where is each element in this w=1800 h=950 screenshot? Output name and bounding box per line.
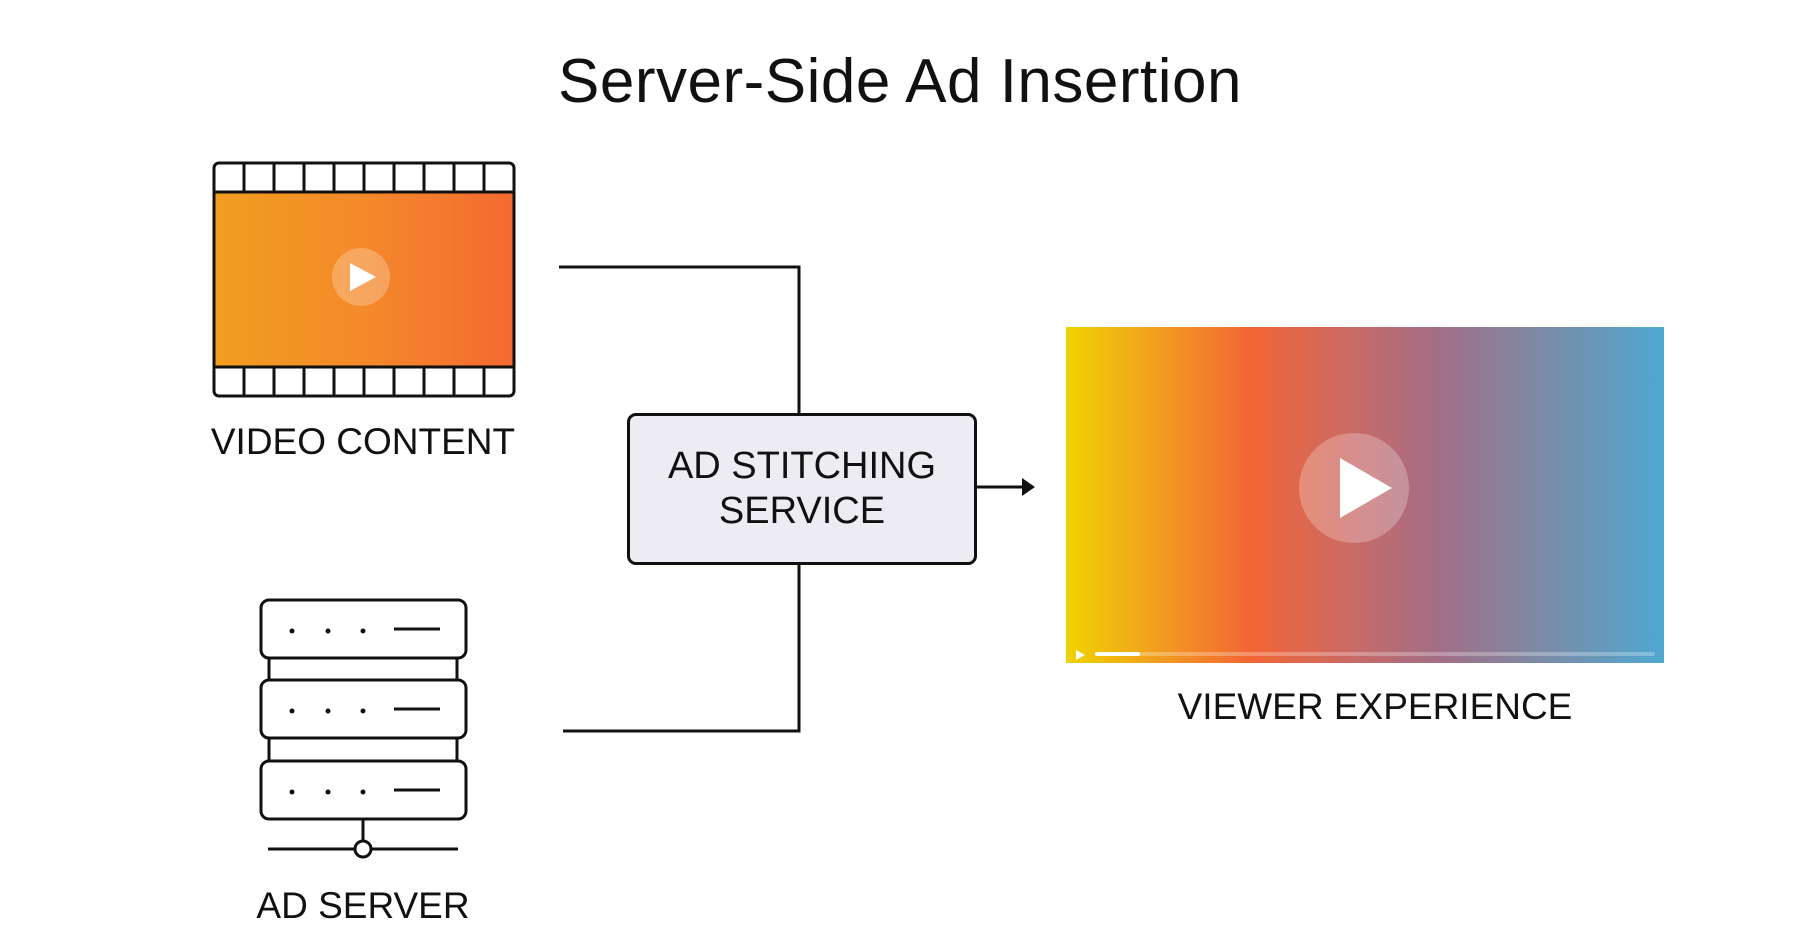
connector-adserver-to-stitching xyxy=(563,565,801,733)
viewer-experience-label: VIEWER EXPERIENCE xyxy=(1177,686,1573,727)
ad-stitching-service-box: AD STITCHING SERVICE xyxy=(627,413,977,565)
video-player-icon xyxy=(1066,327,1664,663)
network-node-icon xyxy=(353,839,373,859)
mini-play-icon xyxy=(1076,650,1085,660)
server-unit xyxy=(259,598,468,660)
server-unit xyxy=(259,759,468,821)
stitching-label-line2: SERVICE xyxy=(718,490,886,532)
progress-fill xyxy=(1095,652,1140,656)
status-led-icon xyxy=(289,708,295,714)
play-button-icon xyxy=(1299,433,1409,543)
server-unit xyxy=(259,678,468,740)
status-led-icon xyxy=(289,628,295,634)
status-led-icon xyxy=(325,628,331,634)
ad-server-label: AD SERVER xyxy=(256,885,470,926)
arrow-stitching-to-viewer xyxy=(977,478,1035,496)
stitching-label-line1: AD STITCHING xyxy=(667,445,937,487)
status-led-icon xyxy=(360,628,366,634)
film-strip-icon xyxy=(212,161,516,398)
connector-video-to-stitching xyxy=(559,265,801,413)
diagram-title: Server-Side Ad Insertion xyxy=(557,47,1242,116)
server-rack-icon xyxy=(259,598,468,859)
play-icon xyxy=(332,248,390,306)
video-content-label: VIDEO CONTENT xyxy=(210,421,516,462)
status-led-icon xyxy=(325,708,331,714)
status-led-icon xyxy=(325,789,331,795)
status-led-icon xyxy=(289,789,295,795)
progress-bar xyxy=(1095,652,1655,656)
status-led-icon xyxy=(360,708,366,714)
play-triangle xyxy=(1340,458,1392,518)
status-led-icon xyxy=(360,789,366,795)
